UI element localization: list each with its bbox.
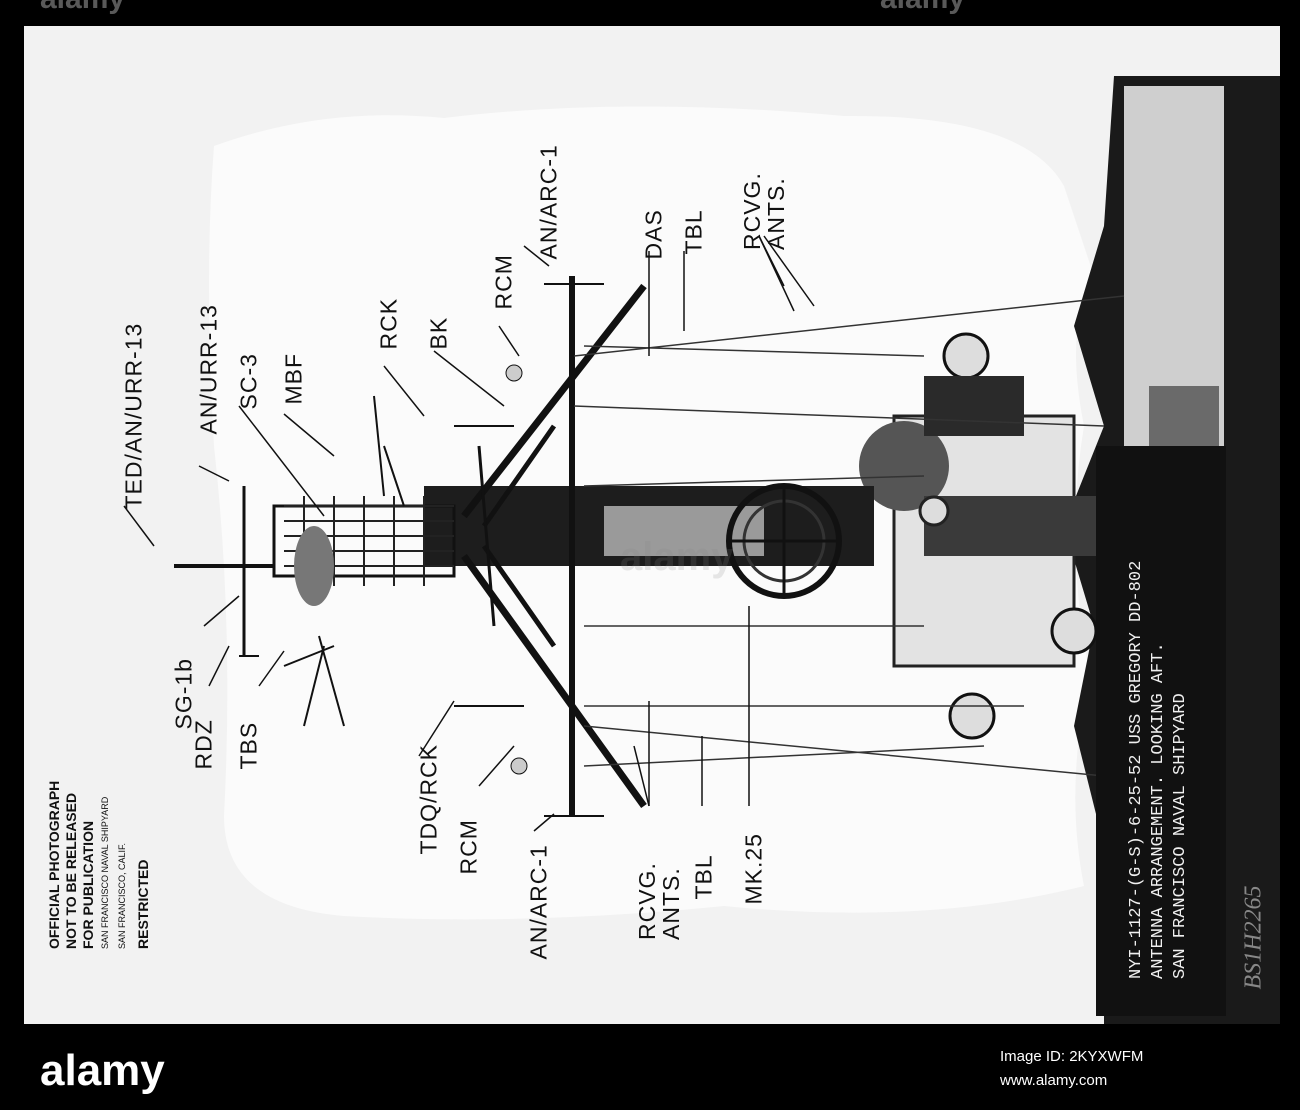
label-ted-urr13: TED/AN/URR-13 [120,322,147,510]
label-an-arc1-bottom: AN/ARC-1 [525,844,552,960]
label-tbl-top: TBL [680,209,707,255]
edge-code: BS1H2265 [1240,885,1267,990]
label-rdz: RDZ [190,719,217,770]
label-an-urr13: AN/URR-13 [195,304,222,435]
label-tbs: TBS [235,721,262,770]
watermark-center: alamy [620,535,734,579]
stamp-line-3: FOR PUBLICATION [80,820,96,949]
caption-line-1: NYI-1127-(G-S)-6-25-52 USS GREGORY DD-80… [1127,560,1146,979]
watermark-top-left: alamy [40,0,125,16]
label-tdq-rck: TDQ/RCK [415,744,442,855]
label-an-arc1-top: AN/ARC-1 [535,144,562,260]
caption-strip [1096,446,1226,1016]
photograph: TED/AN/URR-13 AN/URR-13 SC-3 MBF RCK BK … [24,26,1280,1024]
alamy-logo: alamy [40,1046,165,1095]
stamp-line-1: OFFICIAL PHOTOGRAPH [46,780,62,949]
label-sc3: SC-3 [235,353,262,410]
label-bk: BK [425,316,452,350]
label-rcm-bottom: RCM [455,819,482,875]
label-rck: RCK [375,297,402,350]
label-rcvg-top-line2: ANTS. [763,177,789,250]
label-tbl-bottom: TBL [690,854,717,900]
caption-line-3: SAN FRANCISCO NAVAL SHIPYARD [1171,693,1190,979]
label-rcvg-bottom-line1: RCVG. [634,862,660,940]
label-mk25: MK.25 [740,833,767,905]
official-stamp: OFFICIAL PHOTOGRAPH NOT TO BE RELEASED F… [46,619,152,949]
stamp-line-6: RESTRICTED [135,859,151,949]
stamp-line-4: SAN FRANCISCO NAVAL SHIPYARD [100,796,110,949]
label-rcm-top: RCM [490,254,517,310]
label-rcvg-top-line1: RCVG. [739,172,765,250]
watermark-top-right: alamy [880,0,965,16]
caption: NYI-1127-(G-S)-6-25-52 USS GREGORY DD-80… [1126,419,1192,979]
alamy-image-id: Image ID: 2KYXWFM [1000,1048,1144,1065]
label-rcvg-bottom: RCVG. ANTS. [634,840,684,940]
label-das: DAS [640,209,667,260]
alamy-url: www.alamy.com [1000,1072,1108,1089]
label-mbf: MBF [280,352,307,405]
stamp-line-5: SAN FRANCISCO, CALIF. [117,842,127,949]
alamy-footer: alamy Image ID: 2KYXWFM www.alamy.com [0,1024,1300,1110]
stamp-line-2: NOT TO BE RELEASED [63,792,79,949]
label-rcvg-top: RCVG. ANTS. [739,150,789,250]
caption-line-2: ANTENNA ARRANGEMENT. LOOKING AFT. [1149,642,1168,979]
label-rcvg-bottom-line2: ANTS. [658,867,684,940]
